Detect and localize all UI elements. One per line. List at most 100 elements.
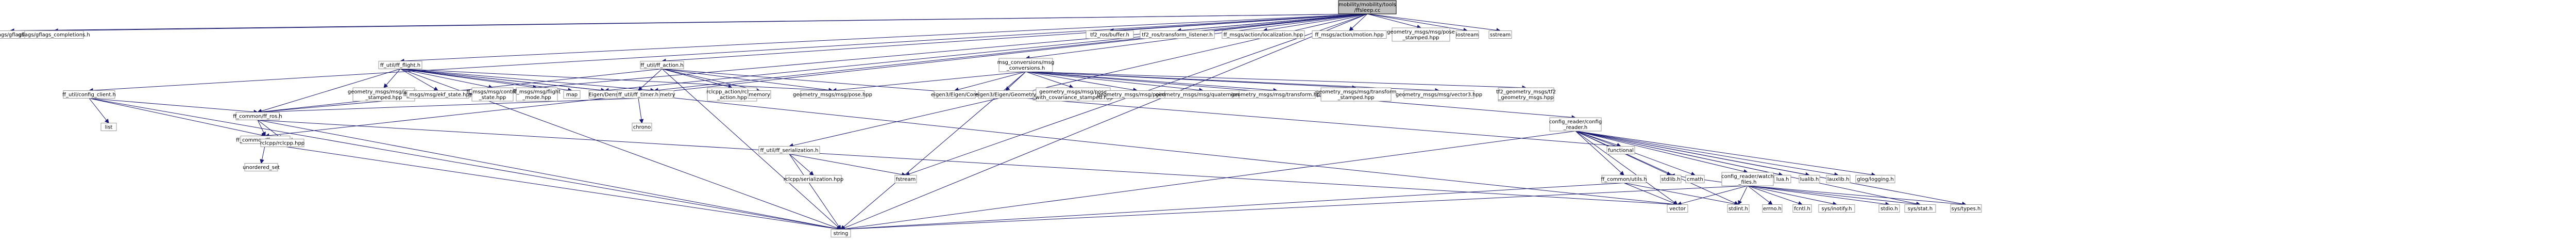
arrowhead-icon: [1005, 86, 1010, 91]
include-node[interactable]: geometry_msgs/msg/pose_with_covariance_s…: [1032, 87, 1114, 102]
include-node[interactable]: fcntl.h: [1792, 204, 1812, 213]
include-node[interactable]: ff_util/ff_action.h: [640, 61, 684, 69]
include-node[interactable]: sstream: [1488, 30, 1512, 39]
include-node[interactable]: ff_msgs/action/localization.hpp: [1222, 30, 1305, 39]
node-label: lua.h: [1776, 177, 1789, 183]
include-node[interactable]: config_reader/watch_files.h: [1721, 172, 1774, 186]
node-label: _reader.h: [1563, 125, 1587, 131]
include-node[interactable]: stdio.h: [1878, 204, 1900, 213]
node-label: geometry_msgs/msg/transform: [1315, 89, 1396, 95]
node-label: eigen3/Eigen/Core: [931, 92, 978, 98]
arrowhead-icon: [260, 159, 264, 164]
node-label: ff_util/ff_serialization.h: [760, 148, 819, 154]
dependency-edge: [662, 69, 1622, 149]
node-label: _mode.hpp: [522, 95, 551, 101]
include-node[interactable]: iostream: [1455, 30, 1479, 39]
include-node[interactable]: ff_msgs/msg/ekf_state.hpp: [403, 90, 472, 99]
include-node[interactable]: cmath: [1685, 175, 1705, 183]
include-node[interactable]: rclcpp_action/rclcpp_action.hpp: [706, 87, 758, 102]
include-node[interactable]: errno.h: [1762, 204, 1783, 213]
include-node[interactable]: ff_util/config_client.h: [62, 90, 116, 99]
include-node[interactable]: rclcpp/rclcpp.hpp: [260, 139, 304, 147]
include-node[interactable]: ff_common/ff_ros.h: [233, 112, 282, 120]
dependency-edge: [265, 143, 842, 231]
include-node[interactable]: ff_common/utils.h: [1601, 175, 1647, 183]
node-label: map: [566, 92, 578, 98]
node-label: tf2_geometry_msgs/tf2: [1496, 89, 1556, 95]
node-label: ff_common/ff_ros.h: [233, 114, 282, 120]
node-label: _action.hpp: [717, 95, 747, 101]
node-label: stdio.h: [1880, 206, 1898, 212]
include-node[interactable]: geometry_msgs/msg/vector3.hpp: [1396, 90, 1482, 99]
node-label: geometry_msgs/msg/inertia: [348, 89, 420, 95]
dependency-edge: [840, 131, 1576, 231]
node-label: glog/logging.h: [1857, 177, 1894, 183]
node-label: _with_covariance_stamped.hpp: [1032, 95, 1114, 101]
include-node[interactable]: lauxlib.h: [1826, 175, 1851, 183]
node-label: ff_util/ff_action.h: [640, 63, 683, 69]
node-label: stdlib.h: [1662, 177, 1681, 183]
include-node[interactable]: ff_msgs/msg/control_state.hpp: [466, 87, 519, 102]
node-label: _stamped.hpp: [1402, 35, 1439, 41]
node-label: geometry_msgs/msg/quaternion.hpp: [1156, 92, 1251, 98]
node-label: unordered_set: [243, 165, 280, 171]
arrowhead-icon: [809, 171, 814, 176]
include-node[interactable]: sys/stat.h: [1904, 204, 1936, 213]
node-label: geometry_msgs/msg/pose: [1039, 89, 1107, 95]
node-label: _stamped.hpp: [1337, 95, 1374, 101]
node-label: geometry_msgs/msg/transform.hpp: [1231, 92, 1323, 98]
include-node[interactable]: config_reader/config_reader.h: [1549, 117, 1602, 132]
include-node[interactable]: functional: [1606, 146, 1635, 154]
include-node[interactable]: ff_msgs/msg/flight_mode.hpp: [513, 87, 561, 102]
include-node[interactable]: ff_msgs/action/motion.hpp: [1312, 30, 1387, 39]
include-node[interactable]: chrono: [632, 123, 652, 131]
current-file-node: mobility/mobility/tools/ffsleep.cc: [1338, 0, 1397, 14]
include-node[interactable]: stdint.h: [1727, 204, 1750, 213]
dependency-edge: [257, 120, 1679, 207]
node-label: geometry_msgs/msg/point.hpp: [1097, 92, 1177, 98]
include-node[interactable]: geometry_msgs/msg/pose_stamped.hpp: [1387, 27, 1455, 42]
include-node[interactable]: map: [563, 90, 581, 99]
include-node[interactable]: tf2_ros/buffer.h: [1086, 30, 1134, 39]
include-node[interactable]: ff_util/ff_flight.h: [378, 61, 422, 69]
node-label: rclcpp/rclcpp.hpp: [260, 141, 304, 147]
include-node[interactable]: ff_util/ff_serialization.h: [758, 146, 820, 154]
dependency-edge: [53, 13, 1368, 33]
node-label: _conversions.h: [1006, 66, 1045, 71]
arrowhead-icon: [837, 224, 841, 230]
include-node[interactable]: geometry_msgs/msg/transform.hpp: [1231, 90, 1324, 99]
include-node[interactable]: gflags/gflags_completions.h: [18, 30, 90, 39]
include-node[interactable]: tf2_geometry_msgs/tf2_geometry_msgs.hpp: [1496, 87, 1556, 102]
dependency-edge: [1575, 131, 1749, 174]
include-node[interactable]: lua.h: [1774, 175, 1791, 183]
node-label: _state.hpp: [479, 95, 506, 101]
include-node[interactable]: fstream: [894, 175, 917, 183]
node-label: sys/types.h: [1952, 206, 1981, 212]
include-node[interactable]: string: [831, 229, 851, 237]
include-node[interactable]: geometry_msgs/msg/transform_stamped.hpp: [1315, 87, 1397, 102]
include-node[interactable]: Eigen/Dense: [588, 90, 621, 99]
include-node[interactable]: eigen3/Eigen/Core: [931, 90, 978, 99]
include-node[interactable]: sys/inotify.h: [1818, 204, 1855, 213]
include-node[interactable]: geometry_msgs/msg/pose.hpp: [793, 90, 872, 99]
include-node[interactable]: stdlib.h: [1660, 175, 1682, 183]
node-label: errno.h: [1763, 206, 1782, 212]
node-label: ff_util/ff_flight.h: [380, 63, 420, 69]
include-node[interactable]: lualib.h: [1799, 175, 1820, 183]
include-node[interactable]: geometry_msgs/msg/inertia_stamped.hpp: [348, 87, 420, 102]
include-node[interactable]: ff_util/ff_timer.h: [617, 90, 660, 99]
include-node[interactable]: list: [100, 123, 117, 131]
include-node[interactable]: msg_conversions/msg_conversions.h: [997, 58, 1055, 72]
node-label: iostream: [1456, 33, 1479, 38]
node-label: _files.h: [1738, 180, 1757, 185]
include-node[interactable]: tf2_ros/transform_listener.h: [1140, 30, 1215, 39]
include-node[interactable]: rclcpp/serialization.hpp: [784, 175, 843, 183]
include-node[interactable]: sys/types.h: [1950, 204, 1982, 213]
include-node[interactable]: eigen3/Eigen/Geometry: [975, 90, 1037, 99]
include-node[interactable]: vector: [1667, 204, 1688, 213]
node-label: ff_msgs/action/localization.hpp: [1224, 33, 1303, 38]
include-node[interactable]: memory: [748, 90, 771, 99]
node-label: list: [105, 125, 113, 131]
include-node[interactable]: unordered_set: [243, 163, 280, 171]
include-node[interactable]: glog/logging.h: [1855, 175, 1895, 183]
